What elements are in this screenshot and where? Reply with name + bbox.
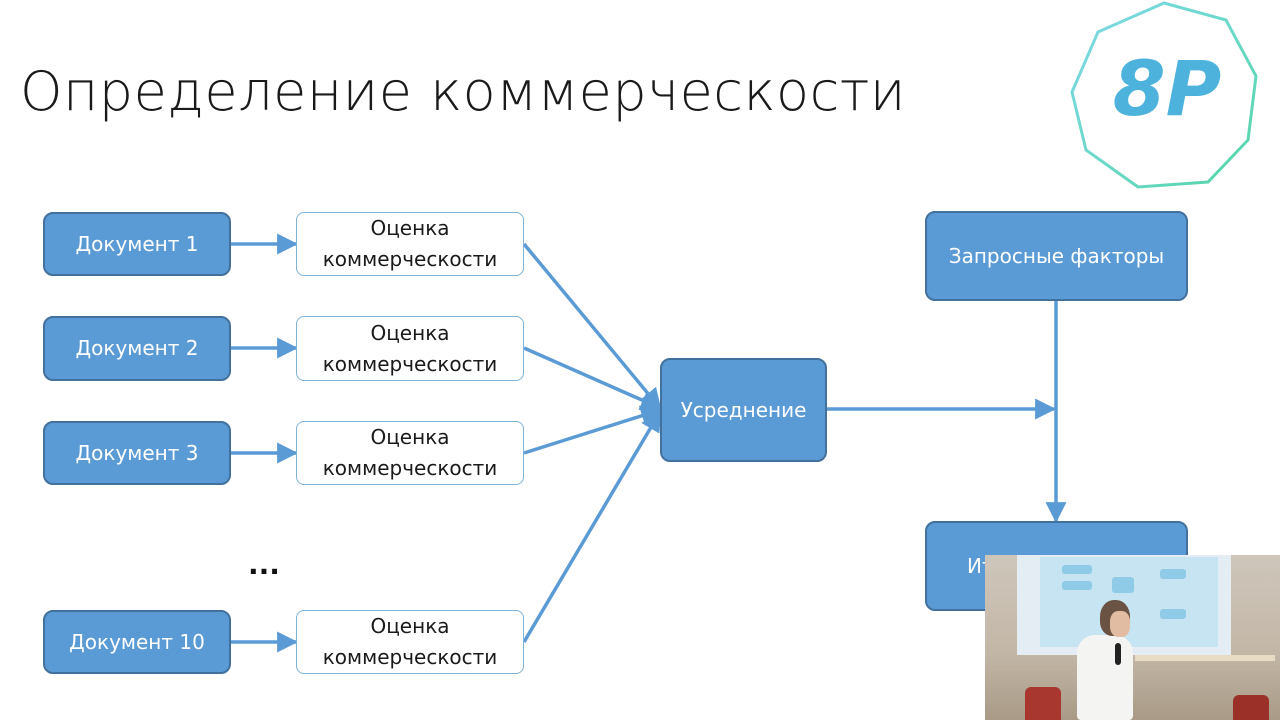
evaluation-label-line1: Оценка (370, 216, 450, 240)
query-factors-label: Запросные факторы (948, 243, 1165, 268)
speaker-body (1077, 635, 1133, 720)
evaluation-box-2: Оценка коммерческости (296, 316, 524, 381)
chair-right (1233, 695, 1269, 720)
logo-text: 8P (1112, 44, 1222, 133)
document-box-3: Документ 3 (43, 421, 231, 485)
arrow-eval2-avg (523, 346, 662, 410)
evaluation-label-line1: Оценка (370, 614, 450, 638)
microphone-icon (1115, 643, 1121, 665)
arrow-eval3-avg (523, 405, 663, 455)
arrow-eval1-avg (522, 242, 662, 410)
document-label: Документ 2 (75, 336, 199, 360)
evaluation-label-line2: коммерческости (322, 247, 498, 271)
document-label: Документ 3 (75, 440, 199, 465)
averaging-label: Усреднение (680, 397, 807, 422)
evaluation-box-1: Оценка коммерческости (296, 212, 524, 276)
evaluation-label-line1: Оценка (370, 425, 450, 449)
projected-slide (1040, 557, 1218, 647)
ellipsis: ... (248, 548, 280, 581)
evaluation-label-line2: коммерческости (322, 351, 498, 376)
query-factors-box: Запросные факторы (925, 211, 1188, 301)
logo-octagon-icon (1070, 1, 1258, 189)
averaging-box: Усреднение (660, 358, 827, 462)
evaluation-box-3: Оценка коммерческости (296, 421, 524, 485)
slide-title: Определение коммерческости (20, 60, 906, 123)
document-box-1: Документ 1 (43, 212, 231, 276)
evaluation-box-10: Оценка коммерческости (296, 610, 524, 674)
arrow-eval10-avg (522, 410, 662, 643)
speaker-face (1110, 611, 1130, 637)
document-box-10: Документ 10 (43, 610, 231, 674)
evaluation-label-line1: Оценка (370, 320, 450, 345)
document-box-2: Документ 2 (43, 316, 231, 381)
speaker-video-overlay (985, 555, 1280, 720)
evaluation-label-line2: коммерческости (322, 645, 498, 669)
chair-left (1025, 687, 1061, 720)
stage-rail (1135, 655, 1275, 661)
document-label: Документ 1 (75, 231, 199, 256)
evaluation-label-line2: коммерческости (322, 456, 498, 480)
document-label: Документ 10 (69, 629, 205, 654)
